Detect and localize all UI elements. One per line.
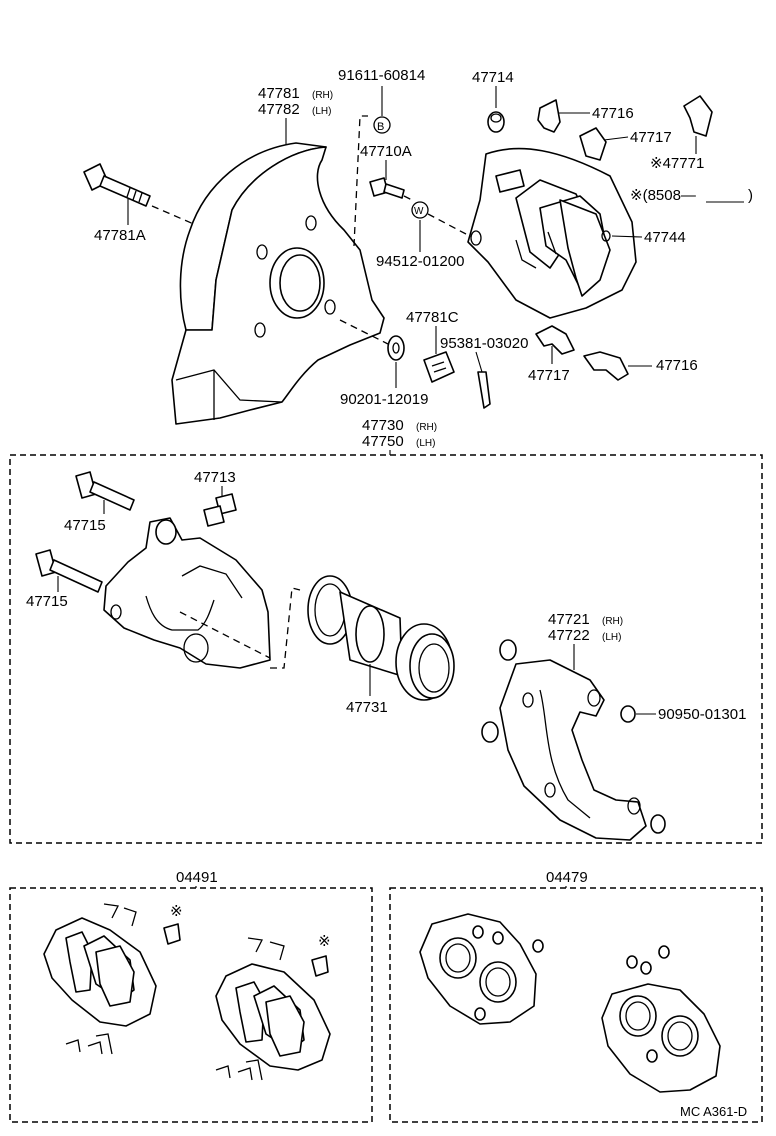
pad-kit-right-set [215,937,331,1081]
dash-caliper [179,587,301,669]
clip-47716-top [537,99,561,133]
dash-47781A [151,205,197,226]
part-47714 [487,111,505,133]
label-47781C: 47781C [406,309,459,326]
leader-47744 [611,235,643,238]
label-47730: 47730 [362,417,404,434]
pad-kit-left-set [43,903,181,1055]
label-47717-bottom: 47717 [528,367,570,384]
dash-shield-bolt [353,115,368,247]
seal-kit-left-set [419,913,544,1025]
kit-04479-box [389,887,763,1123]
label-04491: 04491 [176,869,218,886]
dash-washer [427,213,467,235]
kit-04491-box [9,887,373,1123]
label-47715-top: 47715 [64,517,106,534]
caliper-assembly-box [9,454,763,844]
clip-47771 [683,95,713,137]
label-91611-60814: 91611-60814 [338,67,425,84]
label-47710A: 47710A [360,143,412,160]
label-47713: 47713 [194,469,236,486]
label-47716-top: 47716 [592,105,634,122]
label-47717-top: 47717 [630,129,672,146]
label-47750-lh: (LH) [416,438,435,449]
circle-w-marker: W [411,201,429,219]
label-47781-rh: (RH) [312,90,333,101]
clip-47717-bottom [535,325,575,355]
leader-95381 [475,351,483,373]
dash-47710A [403,195,413,201]
label-47716-bottom: 47716 [656,357,698,374]
label-47714: 47714 [472,69,514,86]
label-47781: 47781 [258,85,300,102]
guide-pin-47715-top [75,471,135,511]
label-47722-lh: (LH) [602,632,621,643]
label-90201-12019: 90201-12019 [340,391,428,408]
piston-seal-47731 [307,575,455,701]
label-47782: 47782 [258,101,300,118]
bolt-47710A [369,177,405,199]
sleeve-bushings [481,639,666,834]
leader-47717-top [603,136,629,141]
label-47771: ※47771 [650,155,704,172]
label-90950-01301: 90950-01301 [658,706,746,723]
clip-47716-bottom [583,351,629,381]
label-mark-left: ※ [170,903,183,920]
cotter-pin-95381 [477,371,491,409]
label-47744: 47744 [644,229,686,246]
guide-pin-47715-bottom [35,549,103,593]
seal-kit-right-set [601,945,721,1093]
label-8508: ※(8508— [630,187,696,204]
pad-support-assembly [467,147,637,319]
part-47781C [423,351,455,383]
circle-b-marker: B [373,116,391,134]
label-mark-right: ※ [318,933,331,950]
label-04479: 04479 [546,869,588,886]
label-47721: 47721 [548,611,590,628]
label-47782-lh: (LH) [312,106,331,117]
washer-90201 [387,335,405,361]
label-47722: 47722 [548,627,590,644]
dust-shield-47781 [171,142,385,425]
footer-code: MC A361-D [680,1104,747,1119]
circle-b-text: B [377,121,384,133]
label-94512-01200: 94512-01200 [376,253,464,270]
label-95381-03020: 95381-03020 [440,335,528,352]
label-47730-rh: (RH) [416,422,437,433]
dash-washer-90201 [339,319,389,345]
bleeder-plug-47713 [203,493,237,527]
label-47781A: 47781A [94,227,146,244]
plug-90950 [620,705,636,723]
label-47731: 47731 [346,699,388,716]
torque-plate-47721 [499,659,647,841]
caliper-cylinder-body [103,517,271,669]
label-8508-close: ) [748,187,753,204]
label-47715-bottom: 47715 [26,593,68,610]
circle-w-text: W [414,206,424,217]
clip-47717-top [579,127,607,161]
bolt-47781A [83,163,151,207]
label-47750: 47750 [362,433,404,450]
label-47721-rh: (RH) [602,616,623,627]
